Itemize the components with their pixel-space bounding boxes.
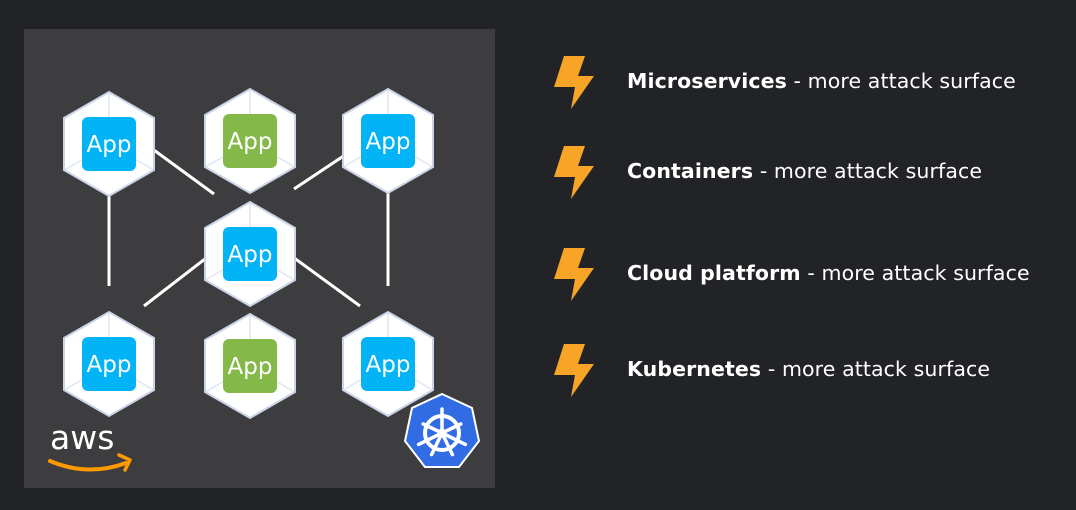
helm-spoke: [416, 431, 444, 447]
aws-logo: aws: [48, 418, 132, 472]
helm-spoke: [421, 422, 444, 435]
connector-line: [285, 250, 361, 308]
app-label: App: [366, 129, 411, 155]
aws-smile-arrowhead: [117, 453, 132, 472]
lightning-bolt-icon: [554, 344, 594, 397]
attack-surface-list: Microservices - more attack surface Cont…: [550, 0, 1070, 510]
kubernetes-helm-icon: [403, 392, 481, 468]
lightning-bolt-icon: [554, 56, 594, 109]
bullet-microservices: Microservices - more attack surface: [550, 52, 1070, 112]
bullet-description: - more attack surface: [800, 261, 1030, 285]
connector-line: [143, 250, 215, 308]
bullet-title: Kubernetes: [627, 357, 762, 381]
app-node: App: [204, 312, 296, 420]
app-node: App: [342, 310, 434, 418]
app-node: App: [204, 87, 296, 195]
app-box: [82, 337, 136, 391]
bullet-kubernetes: Kubernetes - more attack surface: [550, 340, 1070, 400]
bullet-description: - more attack surface: [753, 159, 983, 183]
app-node: App: [63, 90, 155, 198]
app-label: App: [87, 352, 132, 378]
app-box: [223, 227, 277, 281]
app-label: App: [228, 354, 273, 380]
bullet-containers: Containers - more attack surface: [550, 142, 1070, 202]
lightning-bolt-icon: [554, 146, 594, 199]
helm-spoke: [440, 431, 468, 447]
helm-spoke: [440, 422, 463, 435]
app-label: App: [228, 129, 273, 155]
app-label: App: [228, 242, 273, 268]
app-node: App: [204, 200, 296, 308]
app-box: [361, 337, 415, 391]
helm-spoke: [429, 431, 444, 457]
app-label: App: [366, 352, 411, 378]
app-box: [82, 117, 136, 171]
bullet-description: - more attack surface: [786, 69, 1016, 93]
bullet-cloud-platform: Cloud platform - more attack surface: [550, 244, 1070, 304]
app-box: [223, 339, 277, 393]
bullet-text: Cloud platform - more attack surface: [627, 261, 1030, 285]
bullet-title: Cloud platform: [627, 261, 801, 285]
connector-line: [146, 143, 215, 196]
app-label: App: [87, 132, 132, 158]
aws-logo-text: aws: [50, 418, 114, 457]
helm-spoke: [440, 431, 455, 457]
app-box: [223, 114, 277, 168]
bullet-description: - more attack surface: [761, 357, 991, 381]
aws-smile-arrow: [48, 459, 128, 472]
app-node: App: [342, 87, 434, 195]
bullet-title: Microservices: [627, 69, 787, 93]
lightning-bolt-icon: [554, 248, 594, 301]
bullet-text: Microservices - more attack surface: [627, 69, 1016, 93]
bullet-text: Kubernetes - more attack surface: [627, 357, 990, 381]
bullet-title: Containers: [627, 159, 754, 183]
app-node: App: [63, 310, 155, 418]
bullet-text: Containers - more attack surface: [627, 159, 982, 183]
app-box: [361, 114, 415, 168]
